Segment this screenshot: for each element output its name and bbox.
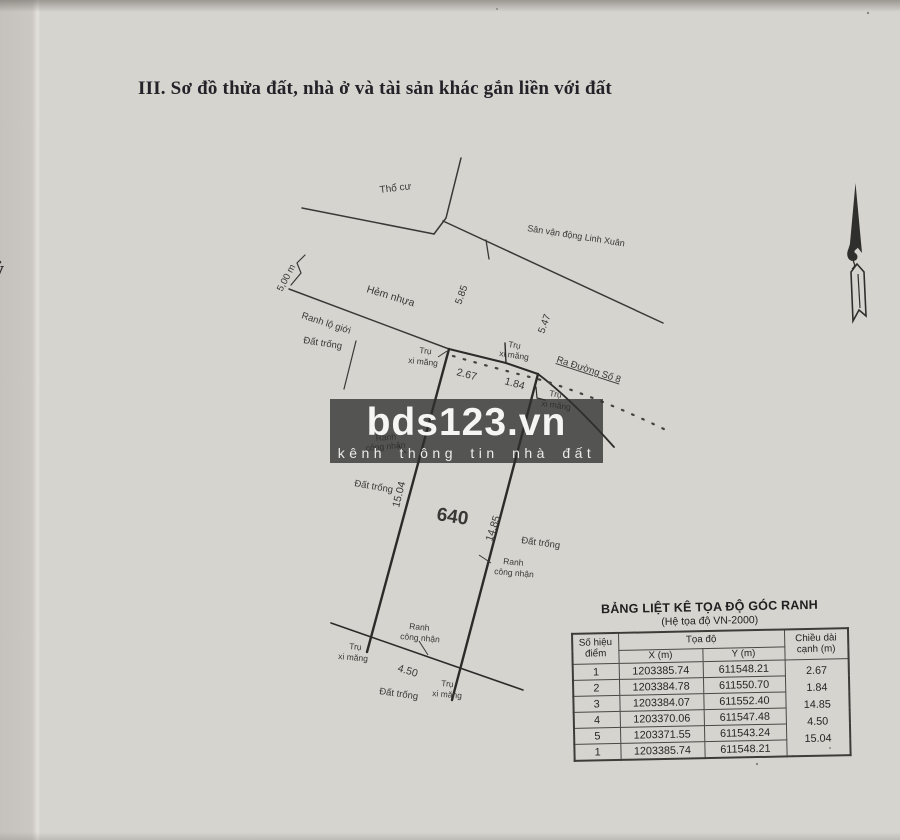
dotted-boundary-line — [451, 354, 670, 433]
label-dat-trong-2: Đất trống — [353, 478, 393, 496]
label-dat-trong-3: Đất trống — [521, 535, 561, 551]
point-number: 5 — [573, 727, 621, 745]
label-tru-xi-mang-3a: Trụ — [549, 388, 563, 400]
north-arrow-tail-line — [857, 273, 861, 309]
coord-x: 1203371.55 — [619, 725, 705, 744]
label-hem-nhua: Hẻm nhựa — [365, 283, 416, 309]
tru-tick — [504, 342, 507, 364]
north-arrow-glyph — [847, 241, 859, 261]
dim-1-84: 1.84 — [503, 375, 526, 392]
label-tru-xi-mang-2a: Trụ — [508, 339, 522, 351]
label-ranh-cong-nhan-3a: Ranh — [409, 621, 430, 633]
dim-5-85: 5.85 — [453, 284, 470, 306]
dim-2-67: 2.67 — [455, 366, 478, 383]
watermark-banner: bds123.vn kênh thông tin nhà đất — [330, 399, 603, 463]
label-tho-cu: Thổ cư — [379, 180, 412, 196]
scan-top-shadow — [0, 0, 900, 12]
edge-length-value: 4.50 — [807, 715, 829, 728]
coord-x: 1203384.78 — [618, 677, 704, 696]
ranh-lo-gioi-line — [288, 288, 450, 350]
coord-y: 611552.40 — [703, 691, 786, 710]
boundary-line-tho-cu — [301, 207, 435, 235]
parcel-bottom-line — [330, 622, 524, 691]
section-title: III. Sơ đồ thửa đất, nhà ở và tài sản kh… — [138, 78, 612, 99]
coord-x: 1203384.07 — [619, 693, 704, 712]
dim-5-00-m: 5,00 m — [275, 263, 298, 294]
north-arrow-tail — [850, 262, 867, 324]
coord-x: 1203385.74 — [618, 661, 703, 680]
leader-ranh-2 — [478, 554, 492, 564]
label-ranh-cong-nhan-2b: công nhận — [494, 566, 535, 579]
coord-y: 611550.70 — [702, 675, 786, 694]
coord-x: 1203370.06 — [619, 709, 704, 728]
dim-4-50: 4.50 — [396, 662, 419, 679]
north-arrow — [847, 183, 867, 324]
coord-y: 611548.21 — [702, 659, 785, 678]
dim-5-47: 5.47 — [536, 313, 553, 335]
col-header-edge: Chiều dài cạnh (m) — [783, 628, 849, 660]
edge-length-value: 14.85 — [803, 698, 831, 712]
label-tru-xi-mang-4b: xi măng — [338, 651, 369, 664]
edge-length-value: 2.67 — [805, 664, 828, 678]
col-header-point: Số hiệu điểm — [572, 632, 619, 665]
dimension-bracket — [290, 254, 306, 286]
label-ranh-cong-nhan-2a: Ranh — [503, 556, 524, 568]
coordinate-table: Số hiệu điểm Tọa độ Chiều dài cạnh (m) X… — [570, 627, 852, 762]
tick-mark — [485, 239, 490, 260]
label-tru-xi-mang-1a: Trụ — [419, 345, 433, 356]
dim-14-85: 14.85 — [483, 514, 503, 543]
leader-ranh-3 — [418, 640, 429, 656]
point-number: 3 — [573, 695, 620, 713]
parcel-number: 640 — [435, 504, 470, 530]
label-tru-xi-mang-2b: xi măng — [499, 348, 530, 362]
label-ranh-cong-nhan-3b: công nhận — [400, 631, 441, 644]
label-dat-trong-1: Đất trống — [303, 335, 343, 352]
point-number: 4 — [573, 711, 620, 729]
parcel-left-edge — [365, 347, 451, 654]
scan-bottom-shadow — [0, 832, 900, 840]
point-number: 1 — [574, 743, 621, 761]
label-tru-xi-mang-4a: Trụ — [349, 641, 363, 652]
coord-y: 611548.21 — [704, 739, 787, 759]
coordinate-table-block: BẢNG LIỆT KÊ TỌA ĐỘ GÓC RANH (Hệ tọa độ … — [564, 597, 857, 762]
page-fold-strip — [0, 0, 40, 840]
point-number: 2 — [572, 679, 620, 697]
label-tru-xi-mang-5b: xi măng — [432, 688, 463, 701]
coord-y: 611543.24 — [703, 723, 787, 742]
label-san-van-dong-linh-xuan: Sân vận động Linh Xuân — [527, 223, 626, 248]
boundary-line-vertical — [433, 157, 462, 235]
scan-speckles — [496, 8, 870, 766]
label-ranh-lo-gioi: Ranh lộ giới — [300, 310, 352, 336]
neighbor-line — [343, 340, 357, 390]
coord-x: 1203385.74 — [620, 741, 705, 760]
point-number: 1 — [572, 663, 619, 681]
watermark-tagline: kênh thông tin nhà đất — [337, 444, 596, 461]
street-lines — [288, 157, 664, 390]
edge-length-value: 15.04 — [804, 732, 832, 746]
label-tru-xi-mang-1b: xi măng — [408, 355, 439, 368]
watermark-brand: bds123.vn — [366, 400, 567, 444]
label-tru-xi-mang-5a: Trụ — [441, 678, 455, 689]
edge-length-cell: 2.67 1.84 14.85 4.50 15.04 — [784, 658, 851, 757]
north-arrow-head — [849, 183, 862, 254]
cutoff-text-fragment: ỷ — [0, 256, 4, 282]
boundary-line-stadium — [442, 220, 664, 324]
label-ra-duong-so-8: Ra Đường Số 8 — [555, 354, 622, 385]
leader-tru-1 — [437, 350, 448, 358]
edge-length-value: 1.84 — [806, 681, 828, 695]
label-dat-trong-4: Đất trống — [379, 686, 419, 702]
coord-y: 611547.48 — [703, 707, 786, 726]
